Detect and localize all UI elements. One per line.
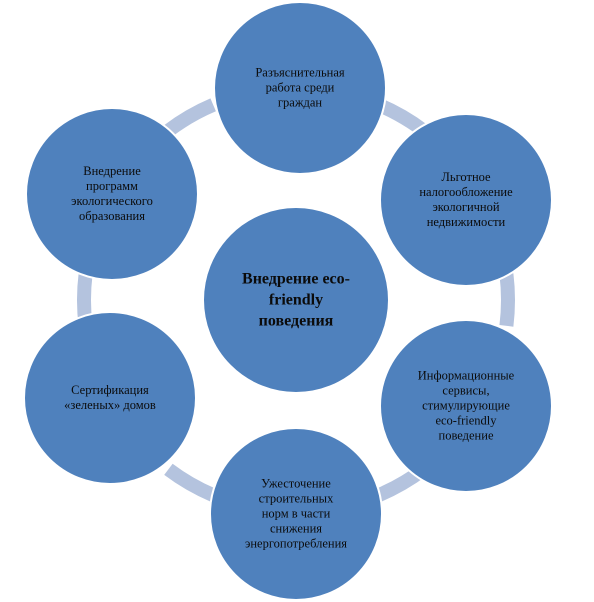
node-label-tax-benefits: Льготное налогообложение экологичной нед…	[419, 170, 513, 229]
connector-arc-1	[164, 98, 217, 137]
node-label-explanatory-work: Разъяснительная работа среди граждан	[255, 65, 345, 110]
node-label-information-services: Информационные сервисы, стимулирующие ec…	[417, 368, 515, 443]
connector-arc-5	[164, 463, 217, 502]
center-node	[202, 206, 390, 394]
node-label-building-standards: Ужесточение строительных норм в части сн…	[244, 476, 348, 551]
center-node-label: Внедрение eco- friendly поведения	[242, 270, 350, 330]
node-information-services	[379, 319, 553, 493]
connector-arc-3	[499, 273, 515, 327]
node-explanatory-work	[213, 1, 387, 175]
node-label-green-certification: Сертификация «зеленых» домов	[64, 383, 156, 412]
node-tax-benefits	[379, 113, 553, 287]
node-layer	[23, 1, 553, 601]
node-building-standards	[209, 427, 383, 601]
connector-arc-2	[375, 98, 428, 137]
node-label-eco-education: Внедрение программ экологического образо…	[71, 164, 153, 223]
node-green-certification	[23, 311, 197, 485]
node-eco-education	[25, 107, 199, 281]
